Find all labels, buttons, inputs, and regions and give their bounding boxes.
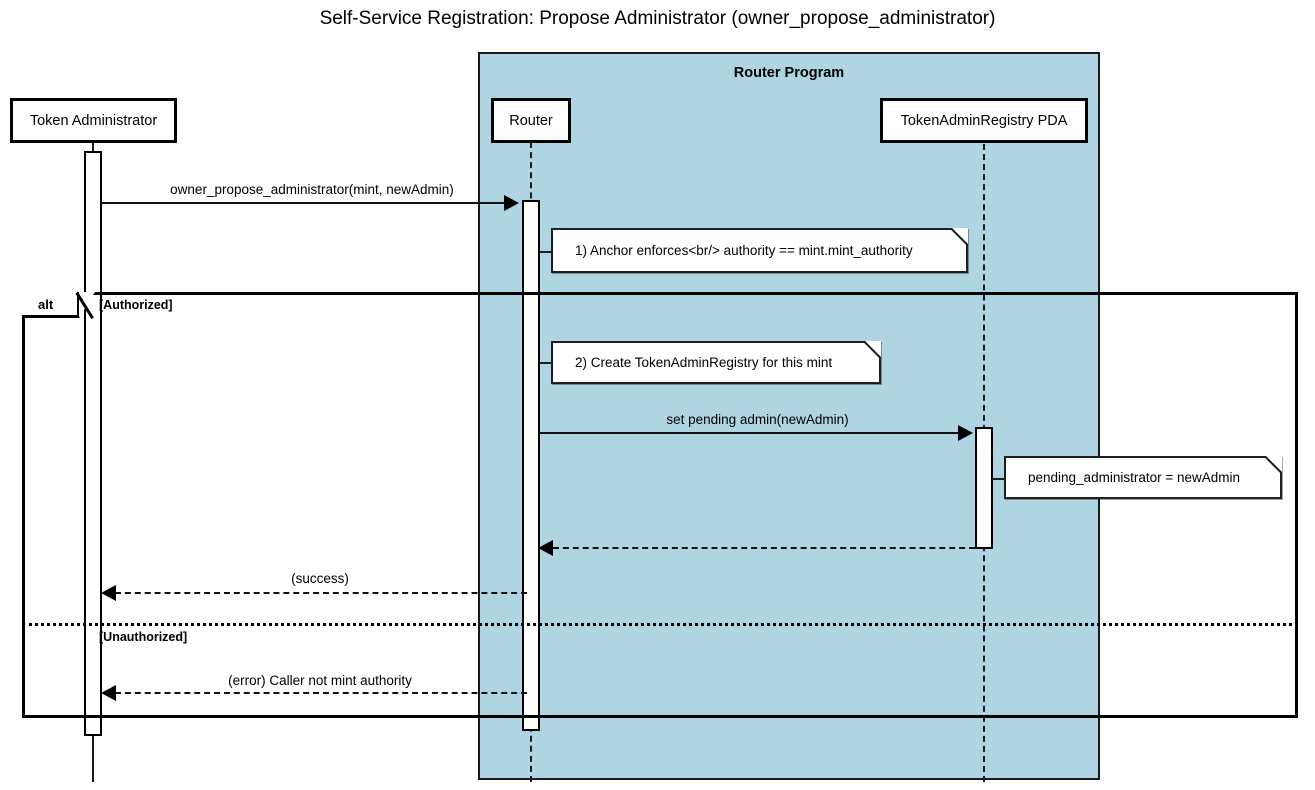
arrowhead-error — [101, 685, 116, 701]
message-line-success — [115, 592, 527, 594]
activation-token-admin-registry-pda — [975, 427, 993, 549]
message-label-error: (error) Caller not mint authority — [228, 673, 412, 688]
fragment-alt — [22, 292, 1298, 718]
note-connector-anchor-enforces — [540, 251, 552, 253]
arrowhead-set-pending-admin — [958, 425, 973, 441]
participant-router[interactable]: Router — [491, 98, 571, 143]
message-line-owner-propose-administrator — [102, 202, 507, 204]
note-fold-create-registry — [865, 341, 881, 357]
note-pending-administrator: pending_administrator = newAdmin — [1004, 456, 1282, 499]
note-connector-pending-administrator — [993, 478, 1005, 480]
fragment-alt-tab-corner-fill — [79, 292, 95, 318]
message-line-set-pending-admin — [540, 432, 960, 434]
note-anchor-enforces: 1) Anchor enforces<br/> authority == min… — [551, 228, 968, 273]
arrowhead-owner-propose-administrator — [504, 195, 519, 211]
note-create-registry: 2) Create TokenAdminRegistry for this mi… — [551, 341, 881, 384]
message-label-set-pending-admin: set pending admin(newAdmin) — [666, 412, 849, 427]
note-fold-anchor-enforces — [952, 228, 968, 244]
lifeline-token-administrator — [92, 718, 94, 782]
participant-router-label: Router — [509, 112, 553, 129]
participant-token-admin-registry-pda[interactable]: TokenAdminRegistry PDA — [880, 98, 1088, 143]
note-fold-pending-administrator — [1266, 456, 1282, 472]
message-line-pda-return — [553, 547, 975, 549]
note-connector-create-registry — [540, 362, 552, 364]
guard-authorized: [Authorized] — [99, 298, 173, 312]
note-pending-administrator-text: pending_administrator = newAdmin — [1028, 470, 1240, 485]
guard-unauthorized: [Unauthorized] — [99, 630, 188, 644]
activation-router — [522, 200, 540, 731]
arrowhead-pda-return — [538, 540, 553, 556]
message-line-error — [115, 692, 527, 694]
fragment-alt-operator: alt — [38, 297, 54, 312]
region-router-program — [478, 52, 1100, 780]
participant-token-administrator[interactable]: Token Administrator — [10, 98, 177, 143]
fragment-alt-tab — [22, 292, 80, 318]
message-label-success: (success) — [291, 571, 349, 586]
message-label-owner-propose-administrator: owner_propose_administrator(mint, newAdm… — [170, 182, 454, 197]
note-create-registry-text: 2) Create TokenAdminRegistry for this mi… — [575, 355, 833, 370]
arrowhead-success — [101, 585, 116, 601]
fragment-alt-divider — [22, 623, 1298, 626]
region-router-program-label: Router Program — [733, 65, 845, 81]
participant-token-administrator-label: Token Administrator — [29, 112, 158, 129]
note-anchor-enforces-text: 1) Anchor enforces<br/> authority == min… — [575, 243, 913, 258]
diagram-title: Self-Service Registration: Propose Admin… — [319, 8, 996, 29]
participant-token-admin-registry-pda-label: TokenAdminRegistry PDA — [900, 112, 1068, 129]
